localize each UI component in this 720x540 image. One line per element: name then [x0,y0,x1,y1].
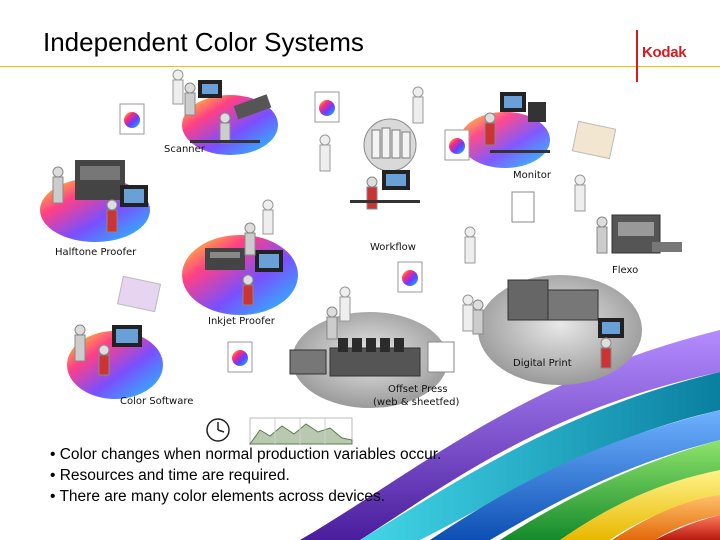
label-digital-print: Digital Print [513,358,572,369]
label-color-software: Color Software [120,396,193,407]
bullet-item: • Resources and time are required. [50,465,441,486]
label-inkjet-proofer: Inkjet Proofer [208,316,276,327]
label-workflow: Workflow [370,242,416,253]
bullet-item: • There are many color elements across d… [50,486,441,507]
kodak-logo: Kodak [636,30,704,82]
clock-icon [207,419,229,441]
label-offset-press-subtitle: (web & sheetfed) [373,397,460,408]
histogram-icon [250,418,352,444]
bullet-item: • Color changes when normal production v… [50,444,441,465]
label-offset-press: Offset Press [388,384,448,395]
logo-wordmark: Kodak [642,44,686,61]
label-monitor: Monitor [513,170,552,181]
label-scanner: Scanner [164,144,206,155]
slide-title: Independent Color Systems [43,27,364,58]
label-halftone-proofer: Halftone Proofer [55,247,137,258]
logo-bar [636,30,638,82]
workflow-station [350,119,420,209]
monitor-station [460,92,550,168]
halftone-proofer-station [40,160,150,242]
flexo-station [597,215,682,253]
bullet-list: • Color changes when normal production v… [50,444,441,507]
inkjet-proofer-station [182,223,298,315]
title-divider [0,66,720,67]
color-software-station [67,325,163,399]
label-flexo: Flexo [612,265,638,276]
